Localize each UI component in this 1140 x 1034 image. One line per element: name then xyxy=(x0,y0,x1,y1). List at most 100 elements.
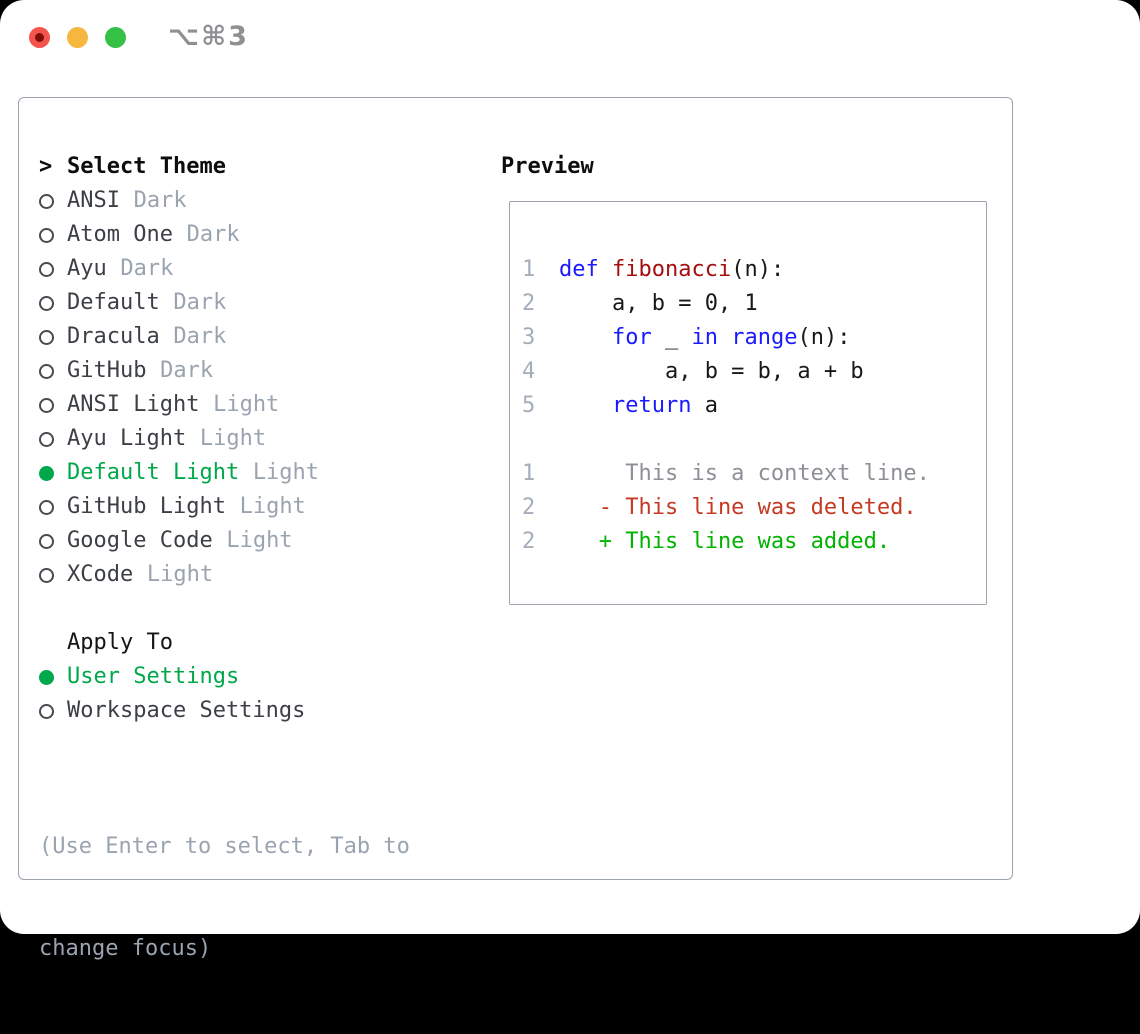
code-token xyxy=(599,257,612,282)
radio-unselected-icon xyxy=(39,398,54,413)
preview-title: Preview xyxy=(501,154,594,179)
radio-unselected-icon xyxy=(39,432,54,447)
close-button[interactable] xyxy=(29,27,50,48)
code-token: (n): xyxy=(731,257,785,282)
code-token: fibonacci xyxy=(612,257,732,282)
theme-variant-label: Dark xyxy=(120,256,174,281)
theme-option-name: Default Light xyxy=(67,460,240,485)
code-token xyxy=(718,325,731,350)
line-number: 1 xyxy=(522,461,536,486)
radio-selected-icon xyxy=(39,670,54,685)
radio-unselected-icon xyxy=(39,296,54,311)
line-number: 2 xyxy=(522,291,536,316)
radio-unselected-icon xyxy=(39,364,54,379)
code-token: (n): xyxy=(797,325,851,350)
line-number: 2 xyxy=(522,495,536,520)
apply-to-option[interactable]: Workspace Settings xyxy=(39,694,484,728)
selection-cursor-icon: > xyxy=(39,154,53,179)
radio-marker xyxy=(39,558,67,592)
theme-option-name: Google Code xyxy=(67,528,213,553)
theme-variant-label: Light xyxy=(146,562,214,587)
marker-spacer xyxy=(39,626,67,660)
code-line: 2 a, b = 0, 1 xyxy=(522,287,986,321)
theme-option-name: GitHub Light xyxy=(67,494,226,519)
theme-option-name: ANSI xyxy=(67,188,120,213)
theme-option-name: Ayu Light xyxy=(67,426,187,451)
code-line: 3 for _ in range(n): xyxy=(522,321,986,355)
theme-variant-label: Dark xyxy=(173,324,227,349)
titlebar xyxy=(29,27,143,48)
select-theme-header: > Select Theme xyxy=(39,150,484,184)
radio-marker xyxy=(39,388,67,422)
code-token: for xyxy=(611,325,652,350)
code-token: a, b = 0, 1 xyxy=(559,291,758,316)
code-token: a xyxy=(691,393,718,418)
radio-unselected-icon xyxy=(39,228,54,243)
radio-marker xyxy=(39,660,67,694)
theme-option-name: GitHub xyxy=(67,358,147,383)
theme-option-name: Ayu xyxy=(67,256,107,281)
spacer xyxy=(39,728,484,762)
theme-option[interactable]: Ayu Dark xyxy=(39,252,484,286)
theme-variant-label: Light xyxy=(213,392,280,417)
diff-text: This is a context line. xyxy=(559,461,930,486)
line-number: 4 xyxy=(522,359,536,384)
code-line: 5 return a xyxy=(522,389,986,423)
radio-unselected-icon xyxy=(39,262,54,277)
radio-unselected-icon xyxy=(39,194,54,209)
radio-unselected-icon xyxy=(39,500,54,515)
theme-variant-label: Dark xyxy=(173,290,227,315)
apply-to-option[interactable]: User Settings xyxy=(39,660,484,694)
theme-option[interactable]: ANSI Light Light xyxy=(39,388,484,422)
radio-unselected-icon xyxy=(39,568,54,583)
window-shortcut-label: ⌥⌘3 xyxy=(168,21,249,52)
radio-marker xyxy=(39,490,67,524)
diff-line: 1 This is a context line. xyxy=(522,457,986,491)
radio-marker xyxy=(39,694,67,728)
apply-to-option-label: User Settings xyxy=(67,664,240,689)
theme-option[interactable]: Default Dark xyxy=(39,286,484,320)
line-number: 3 xyxy=(522,325,536,350)
theme-option-name: Dracula xyxy=(67,324,160,349)
code-token: range xyxy=(731,325,798,350)
radio-unselected-icon xyxy=(39,534,54,549)
radio-unselected-icon xyxy=(39,330,54,345)
theme-option[interactable]: XCode Light xyxy=(39,558,484,592)
line-number: 1 xyxy=(522,257,536,282)
code-line: 4 a, b = b, a + b xyxy=(522,355,986,389)
code-token xyxy=(559,393,612,418)
zoom-button[interactable] xyxy=(105,27,126,48)
code-line: 1 def fibonacci(n): xyxy=(522,253,986,287)
apply-to-option-label: Workspace Settings xyxy=(67,698,306,723)
theme-option-name: XCode xyxy=(67,562,134,587)
spacer xyxy=(39,592,484,626)
theme-variant-label: Dark xyxy=(186,222,240,247)
radio-marker xyxy=(39,320,67,354)
minimize-button[interactable] xyxy=(67,27,88,48)
theme-option-name: ANSI Light xyxy=(67,392,200,417)
code-token: def xyxy=(559,257,599,282)
code-token xyxy=(559,325,612,350)
apply-to-title: Apply To xyxy=(67,630,173,655)
radio-unselected-icon xyxy=(39,704,54,719)
help-text: (Use Enter to select, Tab to change focu… xyxy=(39,762,484,1034)
theme-option[interactable]: Dracula Dark xyxy=(39,320,484,354)
radio-marker xyxy=(39,252,67,286)
radio-marker xyxy=(39,456,67,490)
theme-option-name: Default xyxy=(67,290,160,315)
radio-marker xyxy=(39,524,67,558)
code-token: _ xyxy=(651,325,692,350)
radio-marker xyxy=(39,354,67,388)
